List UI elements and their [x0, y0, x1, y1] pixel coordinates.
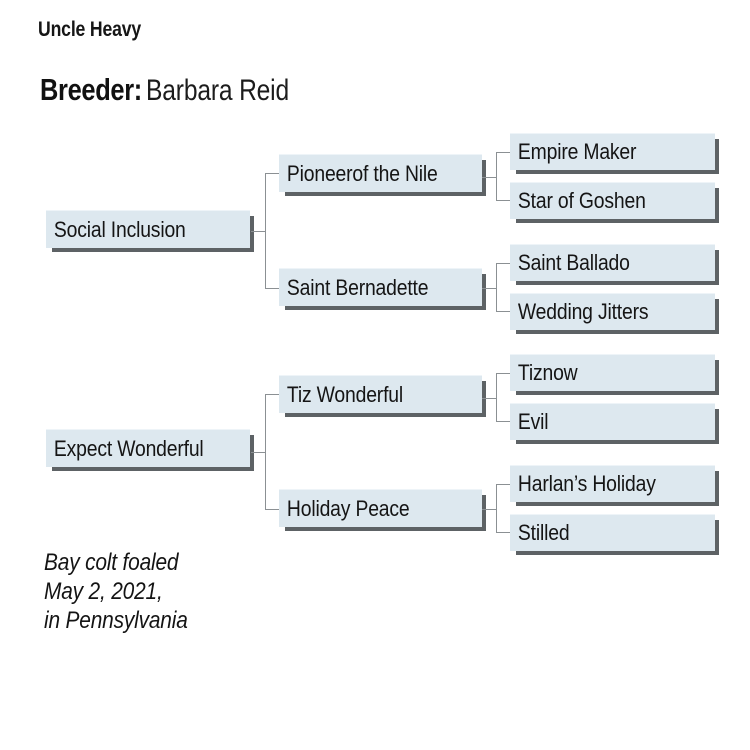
pedigree-node-great-1[interactable]: Empire Maker [510, 133, 715, 170]
pedigree-node-dam-dam[interactable]: Holiday Peace [279, 489, 482, 527]
connector-stub-in [482, 287, 496, 289]
connector-spine [496, 373, 497, 422]
connector-stub-in [251, 231, 265, 232]
connector-spine [496, 484, 497, 533]
pedigree-node-dam[interactable]: Expect Wonderful [46, 429, 250, 467]
pedigree-node-label: Tiznow [517, 360, 578, 385]
pedigree-node-label: Saint Bernadette [286, 274, 429, 300]
caption-line-1: Bay colt foaled [44, 549, 179, 576]
pedigree-node-sire-sire[interactable]: Pioneerof the Nile [279, 154, 482, 192]
connector-stub-bottom [265, 509, 279, 510]
connector-spine [496, 152, 497, 201]
pedigree-node-sire[interactable]: Social Inclusion [46, 210, 250, 248]
pedigree-node-great-6[interactable]: Evil [510, 403, 715, 440]
connector-stub-bottom [265, 288, 279, 289]
connector-stub-in [482, 397, 496, 399]
foaling-caption: Bay colt foaled May 2, 2021, in Pennsylv… [44, 548, 209, 635]
pedigree-node-label: Star of Goshen [517, 188, 646, 213]
pedigree-node-label: Empire Maker [517, 139, 637, 164]
pedigree-node-label: Evil [517, 409, 549, 434]
connector-stub-in [251, 452, 265, 453]
pedigree-node-label: Expect Wonderful [53, 435, 204, 461]
pedigree-node-great-8[interactable]: Stilled [510, 514, 715, 551]
connector-stub-top [496, 373, 510, 374]
connector-stub-in [482, 508, 496, 510]
connector-stub-top [265, 173, 279, 174]
breeder-name: Barbara Reid [146, 74, 290, 107]
breeder-line: Breeder:Barbara Reid [40, 74, 289, 106]
connector-spine [265, 173, 266, 289]
pedigree-node-great-2[interactable]: Star of Goshen [510, 182, 715, 219]
pedigree-node-label: Stilled [517, 520, 570, 545]
pedigree-node-label: Saint Ballado [517, 250, 630, 275]
pedigree-node-label: Social Inclusion [53, 216, 186, 242]
pedigree-node-label: Wedding Jitters [517, 299, 649, 324]
connector-stub-bottom [496, 311, 510, 312]
connector-stub-top [496, 484, 510, 485]
connector-spine [496, 263, 497, 312]
connector-stub-bottom [496, 421, 510, 422]
page-title: Uncle Heavy [38, 18, 142, 41]
breeder-label: Breeder: [40, 72, 142, 107]
caption-line-2: May 2, 2021, [44, 578, 163, 605]
caption-line-3: in Pennsylvania [44, 607, 188, 634]
pedigree-node-label: Holiday Peace [286, 495, 410, 521]
connector-spine [265, 394, 266, 510]
pedigree-node-label: Tiz Wonderful [286, 381, 403, 407]
connector-stub-bottom [496, 532, 510, 533]
connector-stub-top [496, 152, 510, 153]
pedigree-node-label: Harlan’s Holiday [517, 471, 656, 496]
pedigree-node-label: Pioneerof the Nile [286, 160, 438, 186]
connector-stub-in [482, 176, 496, 178]
pedigree-node-great-4[interactable]: Wedding Jitters [510, 293, 715, 330]
pedigree-node-great-3[interactable]: Saint Ballado [510, 244, 715, 281]
pedigree-node-sire-dam[interactable]: Saint Bernadette [279, 268, 482, 306]
connector-stub-bottom [496, 200, 510, 201]
pedigree-node-great-7[interactable]: Harlan’s Holiday [510, 465, 715, 502]
pedigree-node-great-5[interactable]: Tiznow [510, 354, 715, 391]
pedigree-node-dam-sire[interactable]: Tiz Wonderful [279, 375, 482, 413]
connector-stub-top [265, 394, 279, 395]
connector-stub-top [496, 263, 510, 264]
